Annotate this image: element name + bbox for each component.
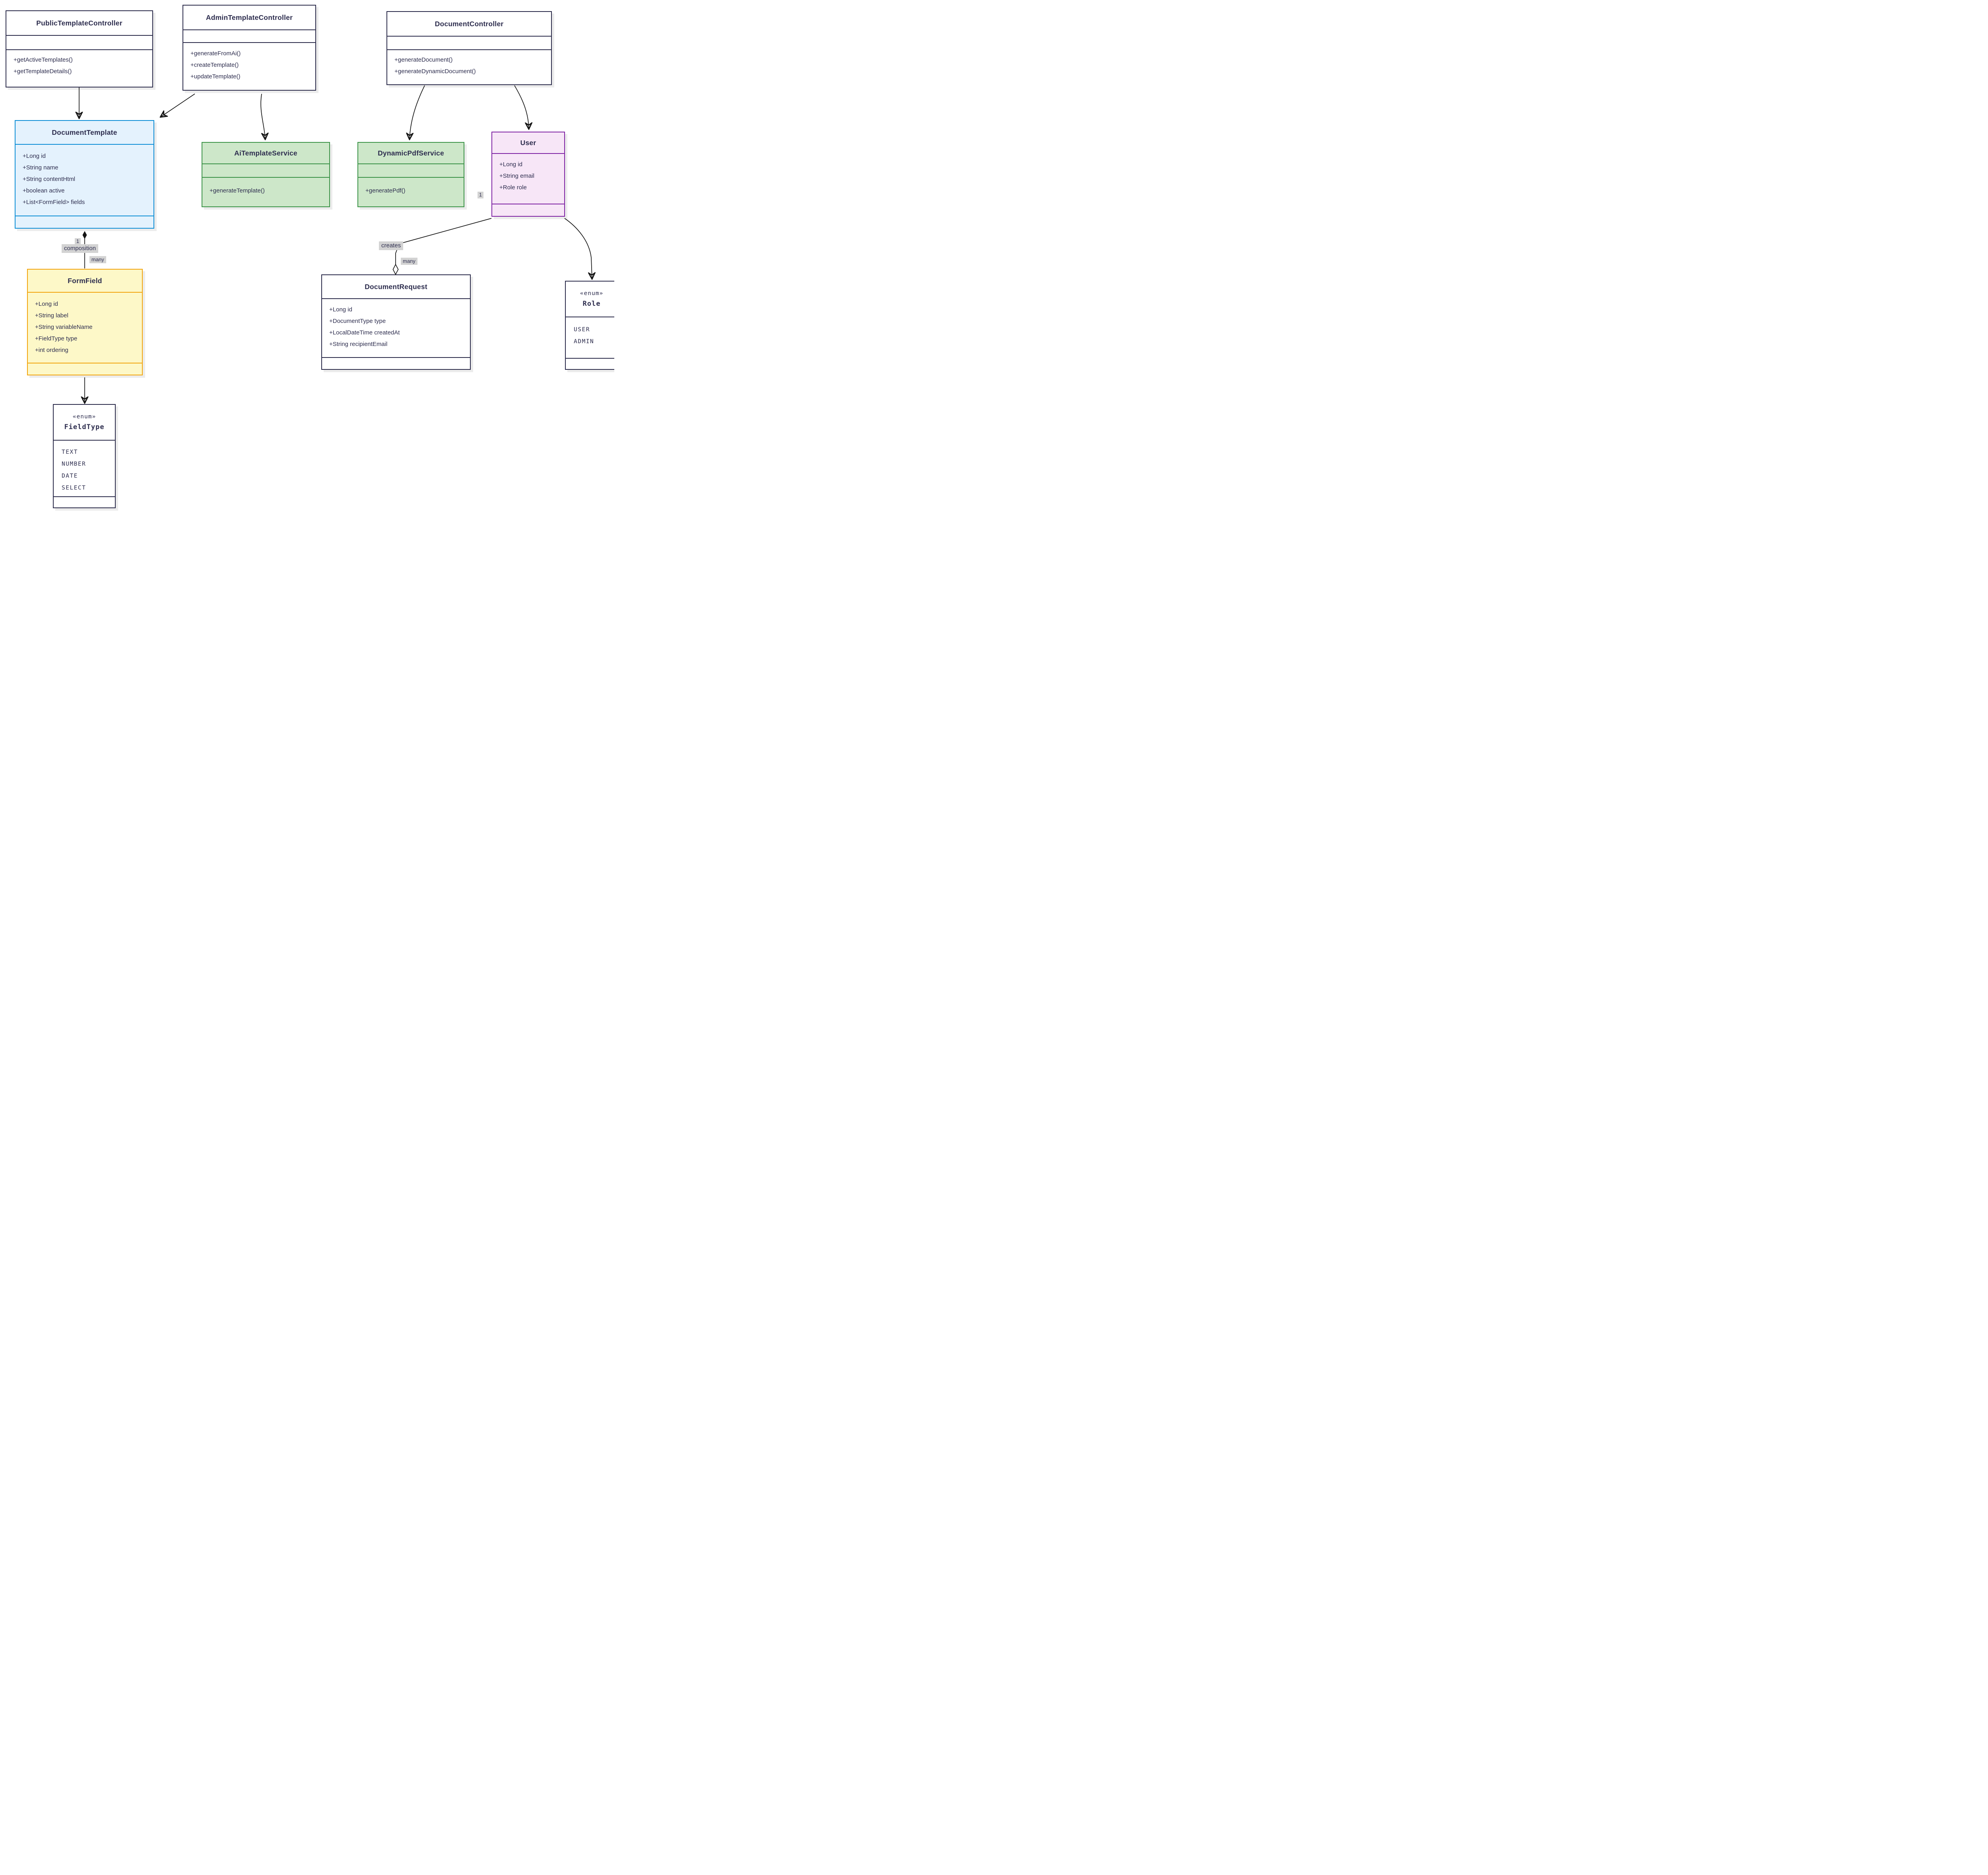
enum-values: USER ADMIN: [566, 317, 614, 359]
class-methods-empty: [322, 358, 470, 369]
class-title: AdminTemplateController: [183, 6, 315, 30]
class-box-document-template: DocumentTemplate +Long id +String name +…: [15, 120, 154, 229]
class-attributes-empty: [6, 36, 152, 50]
class-methods: +generateDocument() +generateDynamicDocu…: [387, 50, 551, 84]
enum-value: TEXT: [62, 449, 78, 455]
class-title: DocumentController: [387, 12, 551, 37]
cardinality-label-composition-one: 1: [75, 238, 81, 245]
class-methods-empty: [28, 363, 142, 375]
class-title: DocumentRequest: [322, 275, 470, 299]
uml-class-diagram: PublicTemplateController +getActiveTempl…: [0, 0, 614, 511]
class-attribute: +List<FormField> fields: [23, 199, 85, 206]
enum-stereotype: «enum»: [72, 414, 96, 420]
class-box-user: User +Long id +String email +Role role: [491, 132, 565, 217]
enum-header: «enum» FieldType: [54, 405, 115, 441]
class-attribute: +Long id: [329, 306, 352, 313]
cardinality-label-composition-many: many: [89, 256, 106, 263]
class-attribute: +String label: [35, 312, 68, 319]
enum-footer-empty: [54, 497, 115, 507]
class-box-ai-template-service: AiTemplateService +generateTemplate(): [202, 142, 330, 207]
class-methods: +getActiveTemplates() +getTemplateDetail…: [6, 50, 152, 87]
enum-title: FieldType: [64, 423, 105, 431]
class-attribute: +String email: [499, 173, 534, 179]
class-title: AiTemplateService: [202, 143, 329, 164]
class-attribute: +String name: [23, 164, 58, 171]
enum-title: Role: [582, 300, 601, 308]
class-attribute: +LocalDateTime createdAt: [329, 329, 400, 336]
enum-value: ADMIN: [574, 338, 594, 345]
class-attribute: +boolean active: [23, 187, 65, 194]
class-method: +getActiveTemplates(): [14, 56, 73, 63]
enum-header: «enum» Role: [566, 282, 614, 317]
class-attributes: +Long id +String label +String variableN…: [28, 293, 142, 363]
class-attribute: +DocumentType type: [329, 318, 386, 324]
cardinality-label-creates-many: many: [401, 258, 417, 265]
edge-label-composition: composition: [62, 244, 99, 253]
class-attributes-empty: [202, 164, 329, 178]
class-method: +generatePdf(): [365, 187, 406, 194]
class-attribute: +Long id: [23, 153, 46, 159]
class-method: +generateDynamicDocument(): [394, 68, 476, 75]
class-attribute: +Long id: [499, 161, 522, 168]
class-title: FormField: [28, 270, 142, 293]
class-box-dynamic-pdf-service: DynamicPdfService +generatePdf(): [357, 142, 464, 207]
edge-label-creates: creates: [379, 241, 404, 251]
class-attribute: +String contentHtml: [23, 176, 76, 183]
class-method: +generateDocument(): [394, 56, 453, 63]
class-title: User: [492, 132, 564, 154]
class-attribute: +Long id: [35, 301, 58, 307]
class-methods-empty: [16, 216, 153, 228]
class-box-document-controller: DocumentController +generateDocument() +…: [386, 11, 552, 85]
edge-admintemplatecontroller-aitemplateservice: [260, 93, 265, 139]
class-box-document-request: DocumentRequest +Long id +DocumentType t…: [321, 274, 471, 370]
class-box-public-template-controller: PublicTemplateController +getActiveTempl…: [6, 10, 153, 87]
class-attribute: +String variableName: [35, 324, 93, 330]
enum-values: TEXT NUMBER DATE SELECT: [54, 441, 115, 497]
class-title: DocumentTemplate: [16, 121, 153, 145]
enum-value: USER: [574, 326, 590, 333]
cardinality-label-creates-one: 1: [478, 192, 483, 198]
class-methods: +generateFromAi() +createTemplate() +upd…: [183, 43, 315, 90]
class-method: +generateFromAi(): [190, 50, 241, 57]
class-title: DynamicPdfService: [358, 143, 464, 164]
class-attribute: +FieldType type: [35, 335, 78, 342]
class-methods: +generatePdf(): [358, 178, 464, 206]
class-attribute: +String recipientEmail: [329, 341, 388, 348]
enum-value: SELECT: [62, 485, 86, 491]
class-attributes: +Long id +String name +String contentHtm…: [16, 145, 153, 216]
enum-box-field-type: «enum» FieldType TEXT NUMBER DATE SELECT: [53, 404, 116, 508]
class-box-admin-template-controller: AdminTemplateController +generateFromAi(…: [182, 5, 316, 91]
class-attributes-empty: [183, 30, 315, 43]
class-title: PublicTemplateController: [6, 11, 152, 36]
edge-documentcontroller-dynamicpdfservice: [410, 85, 425, 139]
edge-admintemplatecontroller-documenttemplate: [161, 93, 195, 117]
enum-box-role: «enum» Role USER ADMIN: [565, 281, 614, 370]
aggregation-open-diamond: [392, 264, 399, 275]
class-box-form-field: FormField +Long id +String label +String…: [27, 269, 143, 375]
enum-footer-empty: [566, 359, 614, 369]
class-attributes: +Long id +DocumentType type +LocalDateTi…: [322, 299, 470, 358]
class-attributes-empty: [387, 37, 551, 50]
enum-stereotype: «enum»: [580, 290, 604, 297]
class-method: +generateTemplate(): [210, 187, 265, 194]
class-method: +createTemplate(): [190, 62, 239, 68]
class-attributes-empty: [358, 164, 464, 178]
class-attributes: +Long id +String email +Role role: [492, 154, 564, 204]
class-attribute: +int ordering: [35, 347, 68, 354]
composition-filled-diamond: [82, 231, 87, 239]
class-method: +updateTemplate(): [190, 73, 241, 80]
enum-value: DATE: [62, 473, 78, 479]
class-method: +getTemplateDetails(): [14, 68, 72, 75]
enum-value: NUMBER: [62, 461, 86, 467]
edge-documentcontroller-user: [514, 85, 529, 129]
class-methods: +generateTemplate(): [202, 178, 329, 206]
edge-user-role: [564, 218, 592, 279]
class-methods-empty: [492, 204, 564, 216]
class-attribute: +Role role: [499, 184, 527, 191]
